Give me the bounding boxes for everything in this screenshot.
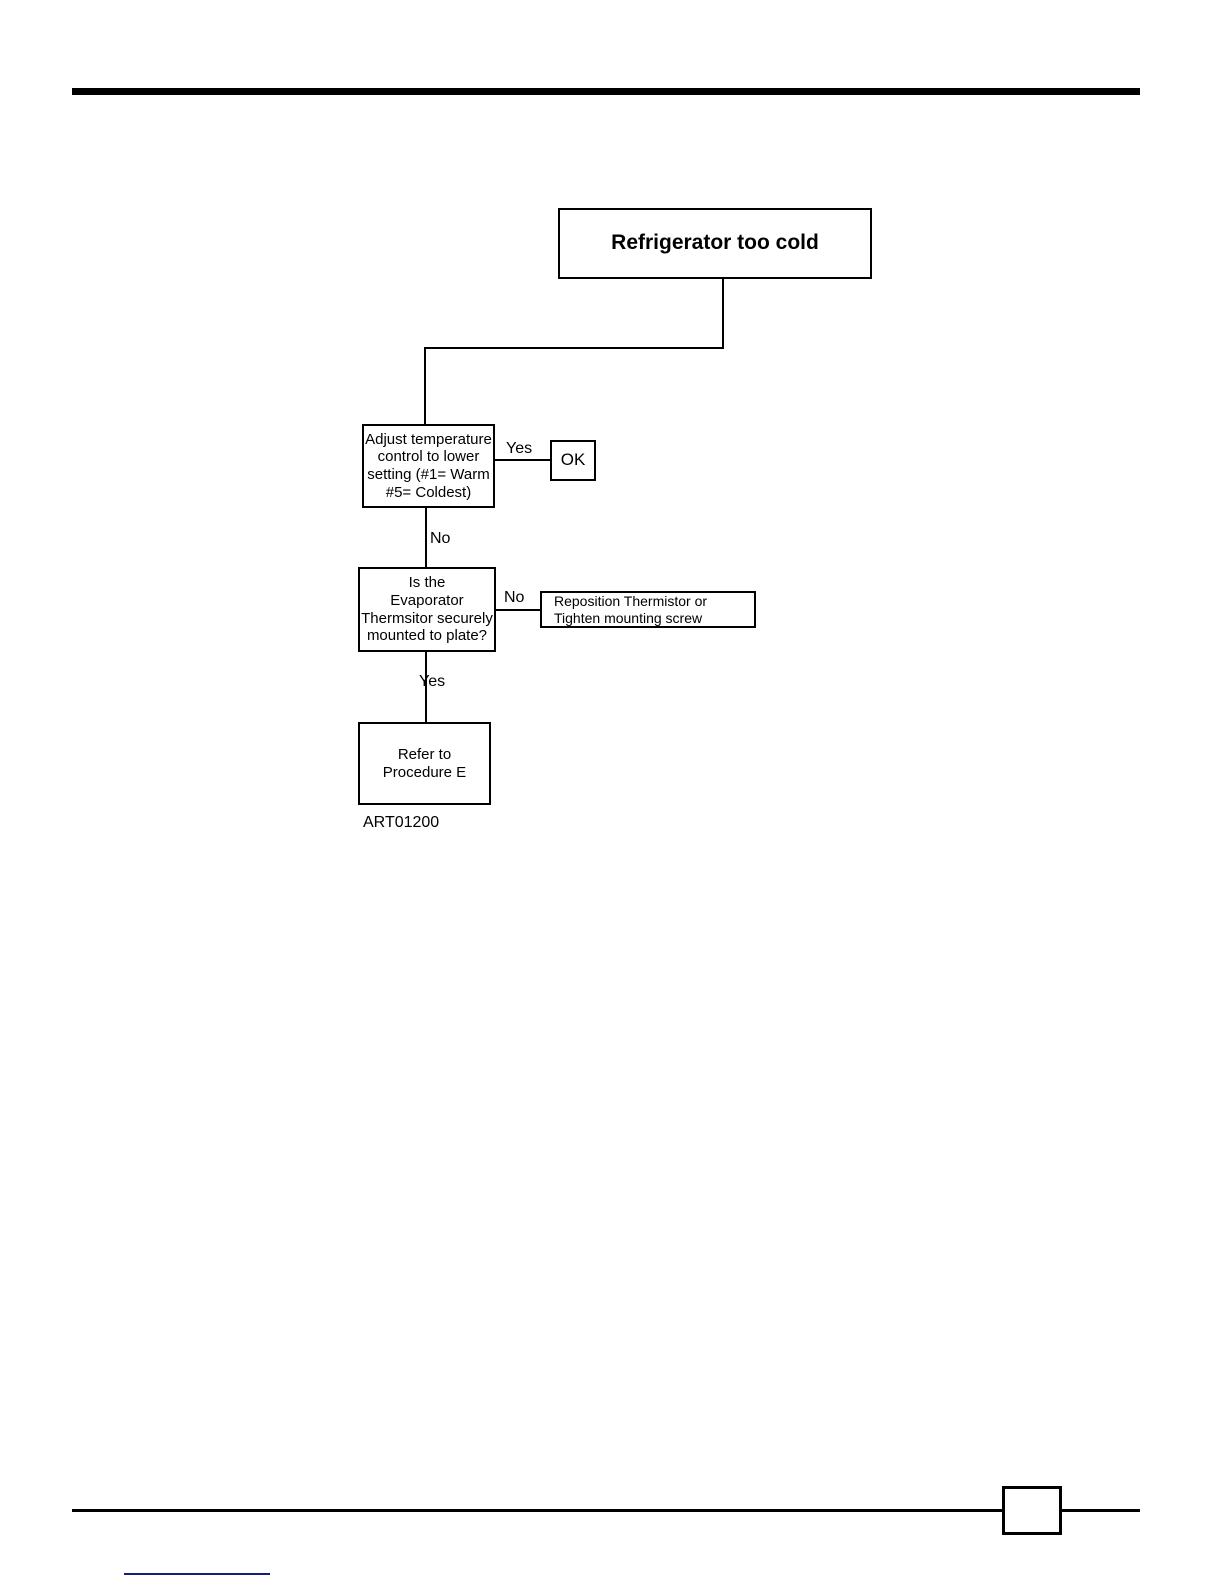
connector-start-across: [424, 347, 724, 349]
flow-node-refer-procedure-e: Refer to Procedure E: [358, 722, 491, 805]
connector-decision-yes: [425, 651, 427, 723]
connector-adjust-no: [425, 507, 427, 568]
header-rule: [72, 88, 1140, 95]
flow-node-reposition-thermistor: Reposition Thermistor or Tighten mountin…: [540, 591, 756, 628]
flow-node-ok: OK: [550, 440, 596, 481]
flow-node-start: Refrigerator too cold: [558, 208, 872, 279]
art-reference-label: ART01200: [363, 814, 440, 831]
edge-label-decision-no: No: [504, 589, 525, 606]
connector-start-into-adjust: [424, 347, 426, 425]
flow-node-thermistor-decision: Is the Evaporator Thermsitor securely mo…: [358, 567, 496, 652]
footer-link-underline: [124, 1573, 270, 1575]
connector-start-down: [722, 279, 724, 349]
flow-node-adjust-temperature: Adjust temperature control to lower sett…: [362, 424, 495, 508]
edge-label-adjust-yes: Yes: [506, 440, 533, 457]
connector-decision-no: [496, 609, 541, 611]
edge-label-decision-yes: Yes: [419, 673, 446, 690]
connector-adjust-yes: [495, 459, 551, 461]
edge-label-adjust-no: No: [430, 530, 451, 547]
page-number-box: [1002, 1486, 1062, 1535]
footer-rule: [72, 1509, 1140, 1512]
